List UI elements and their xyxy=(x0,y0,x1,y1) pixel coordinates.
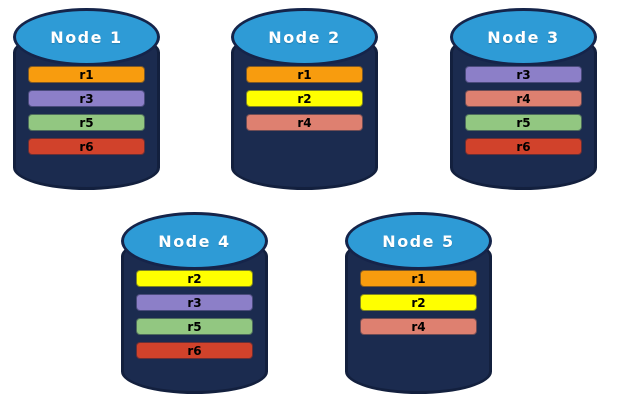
replica-bar-r4[interactable]: r4 xyxy=(465,90,582,107)
node-4-label: Node 4 xyxy=(158,231,231,251)
replica-bar-r5[interactable]: r5 xyxy=(28,114,145,131)
node-5-cylinder-top: Node 5 xyxy=(345,212,492,270)
node-1-replica-list: r1 r3 r5 r6 xyxy=(13,66,160,155)
node-2[interactable]: Node 2 r1 r2 r4 xyxy=(231,8,378,190)
replica-bar-r3[interactable]: r3 xyxy=(28,90,145,107)
replica-bar-r6[interactable]: r6 xyxy=(28,138,145,155)
replica-bar-r5[interactable]: r5 xyxy=(136,318,253,335)
node-5[interactable]: Node 5 r1 r2 r4 xyxy=(345,212,492,394)
replica-bar-r2[interactable]: r2 xyxy=(360,294,477,311)
replica-bar-r4[interactable]: r4 xyxy=(360,318,477,335)
replica-bar-r6[interactable]: r6 xyxy=(465,138,582,155)
replica-bar-r2[interactable]: r2 xyxy=(136,270,253,287)
node-1[interactable]: Node 1 r1 r3 r5 r6 xyxy=(13,8,160,190)
replica-bar-r3[interactable]: r3 xyxy=(465,66,582,83)
replica-bar-r3[interactable]: r3 xyxy=(136,294,253,311)
node-5-label: Node 5 xyxy=(382,231,455,251)
replica-bar-r5[interactable]: r5 xyxy=(465,114,582,131)
node-3-label: Node 3 xyxy=(487,27,560,47)
node-4-replica-list: r2 r3 r5 r6 xyxy=(121,270,268,359)
replica-bar-r2[interactable]: r2 xyxy=(246,90,363,107)
replica-bar-r1[interactable]: r1 xyxy=(360,270,477,287)
node-1-label: Node 1 xyxy=(50,27,123,47)
node-2-label: Node 2 xyxy=(268,27,341,47)
node-3-cylinder-top: Node 3 xyxy=(450,8,597,66)
node-3[interactable]: Node 3 r3 r4 r5 r6 xyxy=(450,8,597,190)
node-2-replica-list: r1 r2 r4 xyxy=(231,66,378,131)
node-4[interactable]: Node 4 r2 r3 r5 r6 xyxy=(121,212,268,394)
node-1-cylinder-top: Node 1 xyxy=(13,8,160,66)
replica-bar-r1[interactable]: r1 xyxy=(28,66,145,83)
replica-bar-r1[interactable]: r1 xyxy=(246,66,363,83)
node-5-replica-list: r1 r2 r4 xyxy=(345,270,492,335)
node-4-cylinder-top: Node 4 xyxy=(121,212,268,270)
node-2-cylinder-top: Node 2 xyxy=(231,8,378,66)
node-3-replica-list: r3 r4 r5 r6 xyxy=(450,66,597,155)
replica-bar-r6[interactable]: r6 xyxy=(136,342,253,359)
replica-bar-r4[interactable]: r4 xyxy=(246,114,363,131)
